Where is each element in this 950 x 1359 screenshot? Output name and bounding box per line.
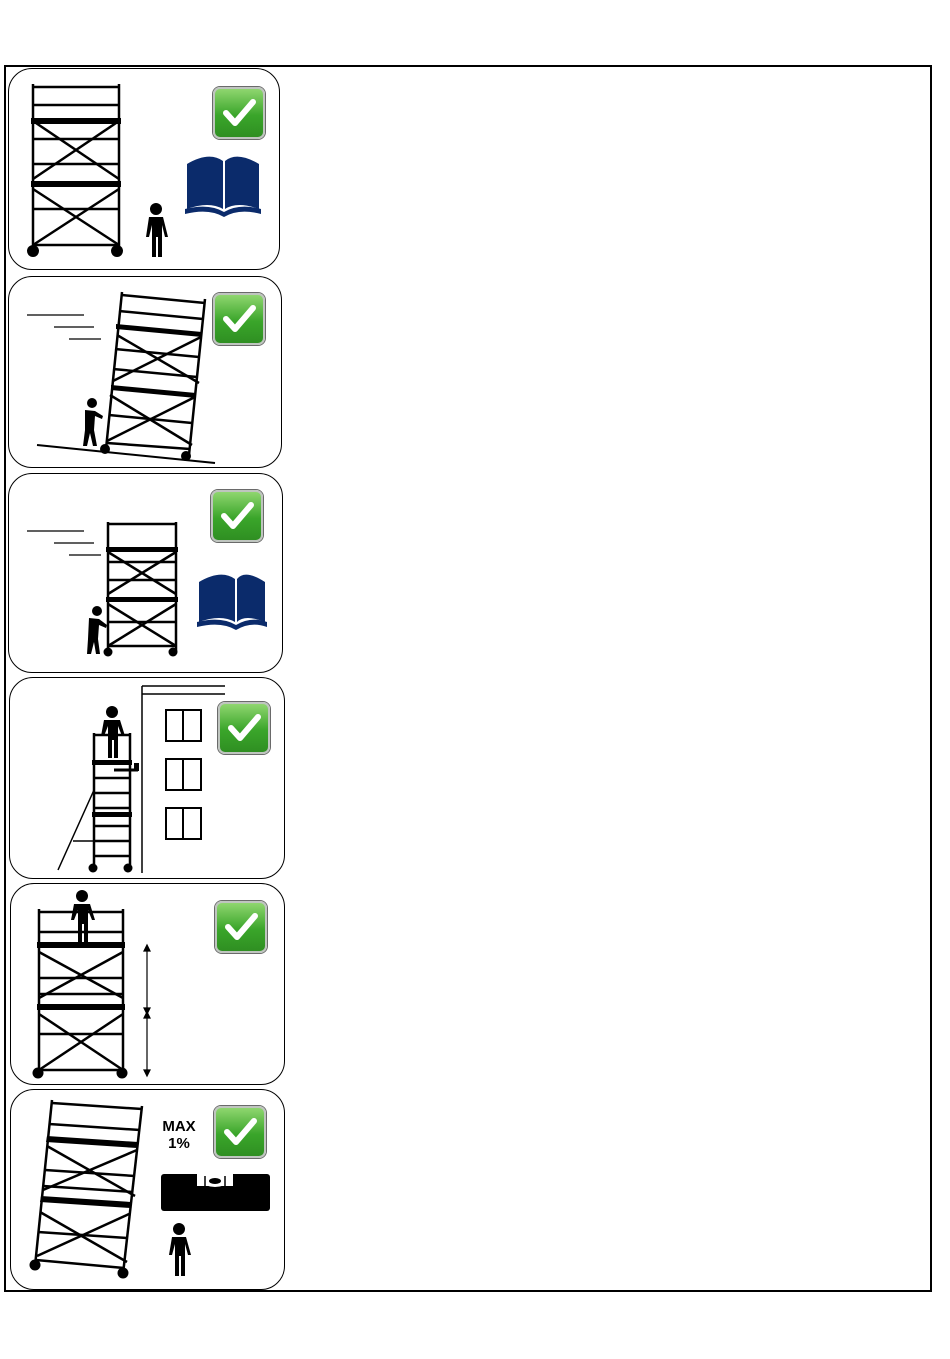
panel-4 [9, 677, 285, 879]
person-icon [11, 1090, 285, 1290]
check-icon [215, 901, 267, 953]
check-icon [218, 702, 270, 754]
panel-3 [8, 473, 283, 673]
manual-book-icon [9, 474, 283, 673]
manual-book-icon [9, 69, 280, 270]
check-icon [213, 293, 265, 345]
panel-6: MAX 1% [10, 1089, 285, 1290]
panel-5 [10, 883, 285, 1085]
panel-1 [8, 68, 280, 270]
panel-2 [8, 276, 282, 468]
